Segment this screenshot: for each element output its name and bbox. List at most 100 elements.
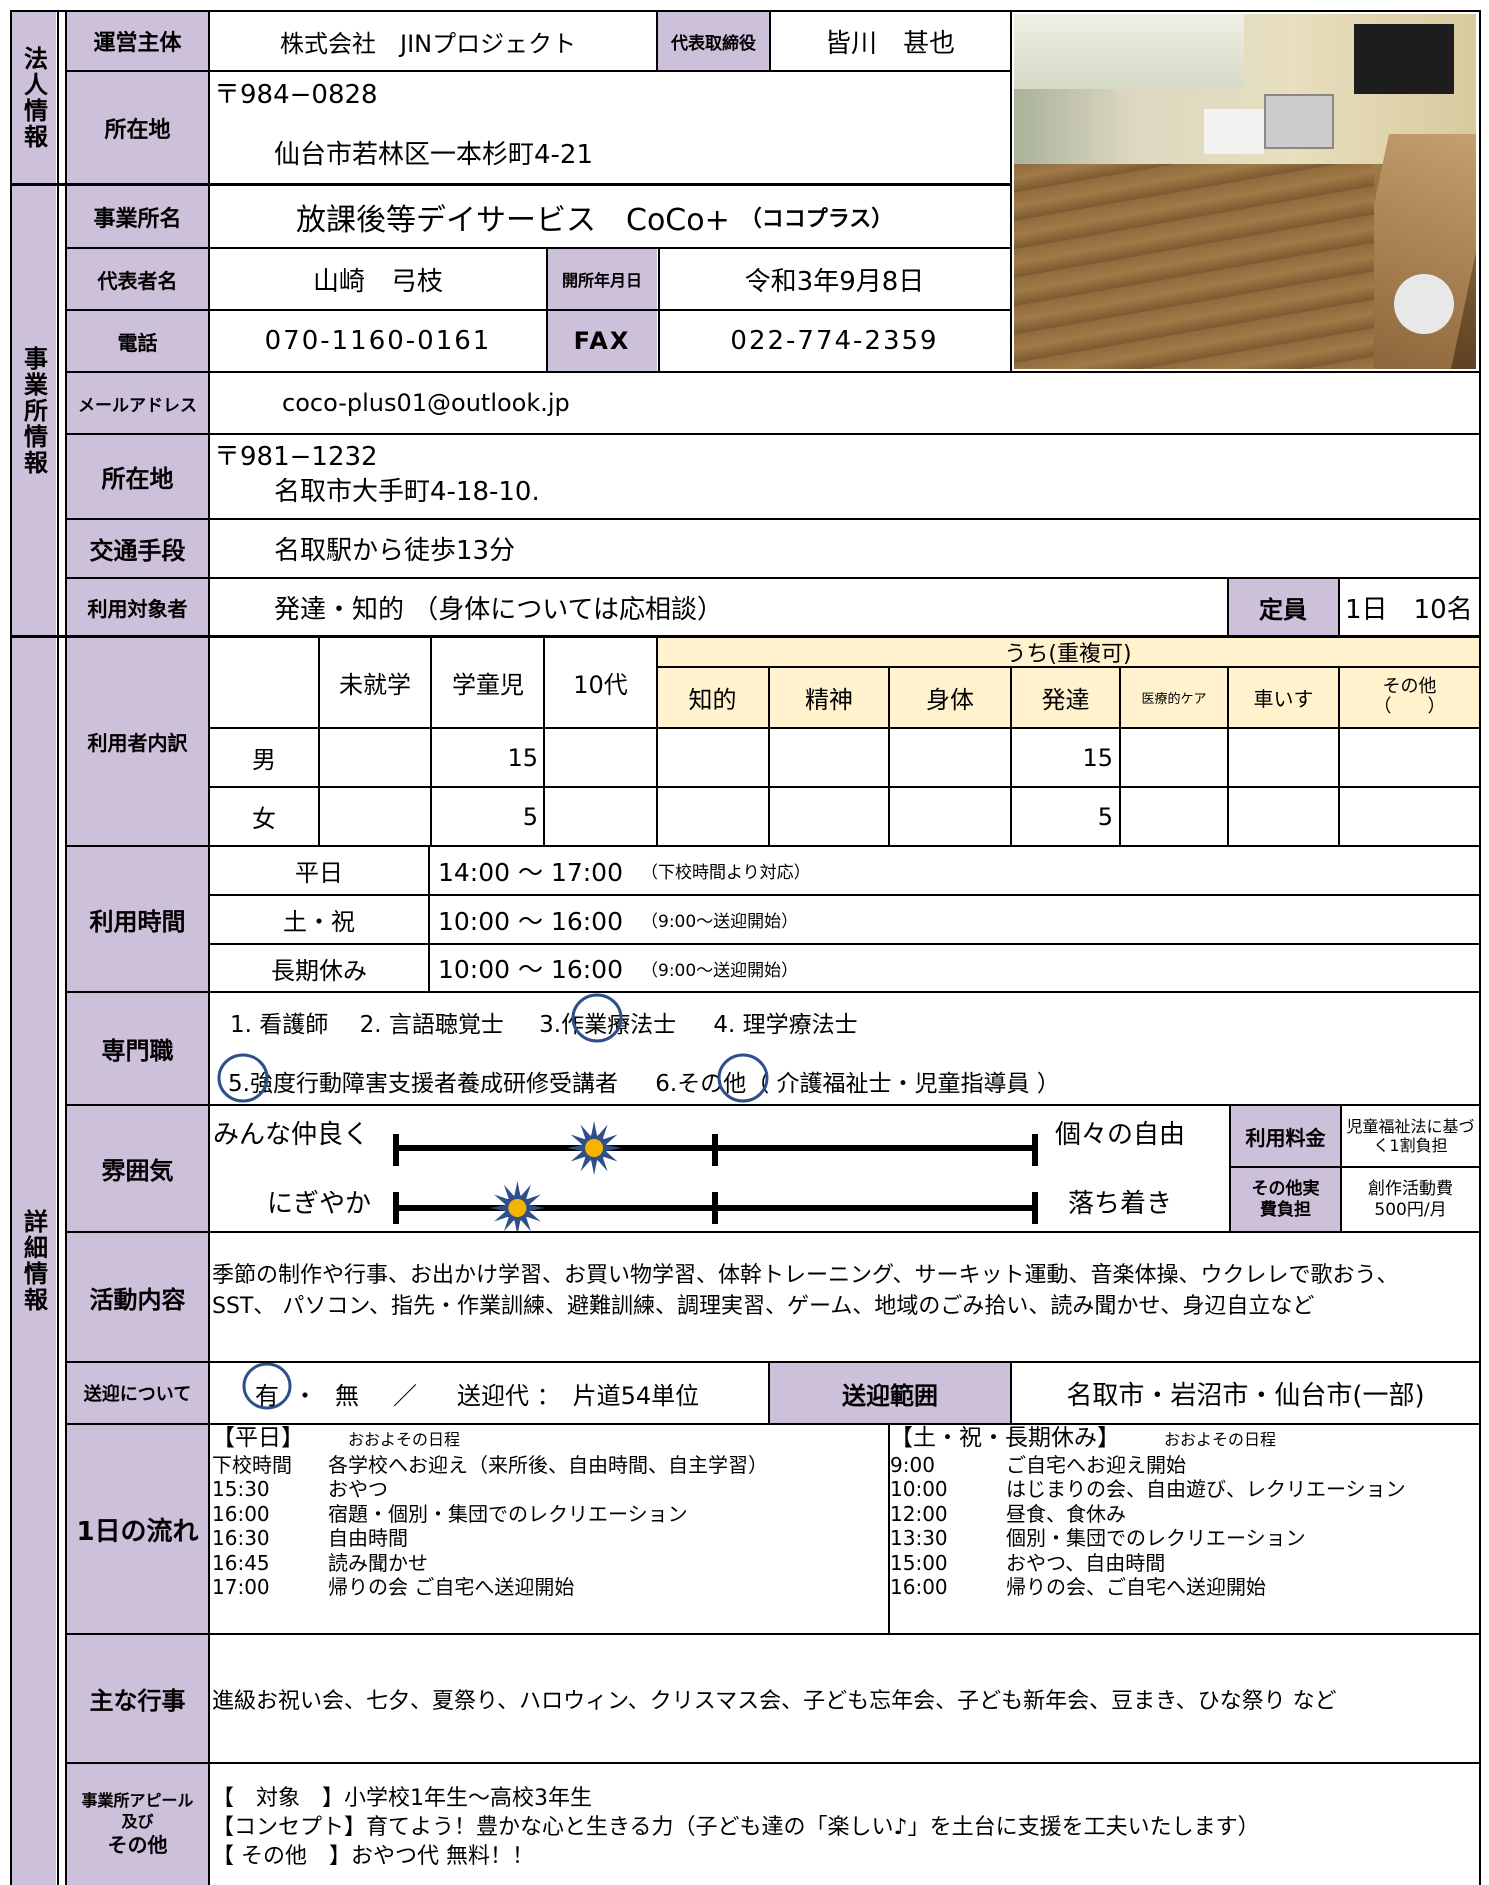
target-value: 発達・知的 （身体については応相談） (274, 594, 723, 625)
room-photo (1014, 14, 1476, 369)
label-appeal: 事業所アピール 及び その他 (67, 1764, 208, 1885)
office-address: 名取市大手町4-18-10. (274, 477, 540, 507)
female-school-count: 5 (522, 802, 538, 831)
row-male-label: 男 (252, 746, 276, 774)
office-name: 放課後等デイサービス CoCo+（ココプラス） (296, 202, 894, 238)
label-ceo: 代表取締役 (658, 12, 769, 70)
weekday-schedule: 【平日】おおよその日程 下校時間各学校へお迎え（来所後、自由時間、自主学習）15… (212, 1425, 768, 1599)
col-mental: 精神 (805, 685, 853, 714)
ceo-value: 皆川 甚也 (824, 28, 955, 59)
label-capacity: 定員 (1228, 579, 1338, 635)
col-development: 発達 (1041, 685, 1090, 714)
label-schedule: 1日の流れ (67, 1425, 208, 1633)
staff-3-circled: 3. (539, 1012, 562, 1038)
tel-value: 070-1160-0161 (264, 326, 492, 356)
capacity-value: 1日 10名 (1345, 594, 1473, 625)
col-teen: 10代 (573, 671, 628, 699)
activities-text: 季節の制作や行事、お出かけ学習、お買い物学習、体幹トレーニング、サーキット運動、… (212, 1263, 1399, 1319)
section-corp: 法人情報 (12, 12, 56, 184)
label-corp-address: 所在地 (67, 71, 208, 184)
label-mood: 雰囲気 (67, 1106, 208, 1231)
fax-value: 022-774-2359 (730, 326, 939, 356)
access-value: 名取駅から徒歩13分 (274, 536, 516, 566)
mood-marker-1 (567, 1121, 622, 1175)
hours-weekday-label: 平日 (295, 859, 343, 887)
hours-holiday-time: 10:00 〜 16:00（9:00〜送迎開始） (438, 906, 799, 936)
label-activities: 活動内容 (67, 1233, 208, 1361)
staff-6-circled: 6. (655, 1071, 678, 1097)
female-development-count: 5 (1097, 802, 1113, 831)
label-events: 主な行事 (67, 1635, 208, 1762)
col-wheelchair: 車いす (1253, 686, 1314, 711)
male-school-count: 15 (507, 743, 538, 772)
corp-zip: 〒984−0828 (214, 80, 378, 110)
label-office-address: 所在地 (67, 435, 208, 518)
label-staff: 専門職 (67, 993, 208, 1104)
male-development-count: 15 (1082, 743, 1113, 772)
label-open-date: 開所年月日 (547, 249, 657, 309)
appeal-text: 【 対象 】小学校1年生〜高校3年生 【コンセプト】育てよう！豊かな心と生きる力… (212, 1786, 1260, 1869)
users-group-cells (657, 667, 1479, 727)
open-date-value: 令和3年9月8日 (744, 266, 925, 297)
hours-holiday-label: 土・祝 (283, 908, 355, 936)
hours-vacation-label: 長期休み (271, 956, 367, 985)
mood-scales (393, 1121, 1038, 1231)
representative-value: 山崎 弓枝 (312, 266, 443, 297)
label-operator: 運営主体 (67, 12, 208, 70)
section-office: 事業所情報 (12, 185, 56, 636)
staff-line-1: 1. 看護師 2. 言語聴覚士 3.作業療法士 4. 理学療法士 (230, 1012, 858, 1038)
staff-5-circled: 5. (228, 1071, 250, 1097)
label-fee: 利用料金 (1231, 1106, 1340, 1166)
label-target: 利用対象者 (67, 579, 208, 635)
label-mail: メールアドレス (67, 373, 208, 433)
mail-value: coco-plus01@outlook.jp (282, 389, 570, 417)
transport-text: 有 ・ 無 ／ 送迎代 ： 片道54単位 (255, 1363, 699, 1423)
mood-marker-2 (490, 1181, 545, 1231)
col-physical: 身体 (926, 685, 974, 714)
mood-right-2: 落ち着き (1068, 1189, 1173, 1219)
staff-line-2: 5.強度行動障害支援者養成研修受講者 6.その他（ 介護福祉士・児童指導員 ） (228, 1071, 1060, 1097)
office-zip: 〒981−1232 (214, 442, 378, 472)
col-preschool: 未就学 (339, 671, 411, 699)
events-value: 進級お祝い会、七夕、夏祭り、ハロウィン、クリスマス会、子ども忘年会、子ども新年会… (212, 1688, 1337, 1714)
transport-yes: 有 (255, 1381, 279, 1410)
label-office-name: 事業所名 (67, 186, 208, 247)
label-users: 利用者内訳 (67, 638, 208, 845)
label-range: 送迎範囲 (770, 1363, 1010, 1423)
corp-address: 仙台市若林区一本杉町4-21 (274, 140, 594, 170)
row-female-label: 女 (252, 805, 276, 833)
mood-left-1: みんな仲良く (213, 1120, 370, 1150)
label-tel: 電話 (67, 311, 208, 371)
label-access: 交通手段 (67, 520, 208, 577)
schedule-row: 下校時間各学校へお迎え（来所後、自由時間、自主学習） (212, 1452, 768, 1477)
other-cost-value: 創作活動費 500円/月 (1368, 1179, 1453, 1220)
users-group-header: うち(重複可) (657, 638, 1479, 667)
col-other: その他（ ） (1373, 676, 1446, 717)
label-transport: 送迎について (67, 1363, 208, 1423)
label-representative: 代表者名 (67, 249, 208, 309)
transport-no: 無 (335, 1381, 359, 1410)
mood-right-1: 個々の自由 (1055, 1120, 1186, 1150)
col-medical: 医療的ケア (1141, 691, 1207, 707)
col-intellectual: 知的 (688, 685, 737, 714)
mood-left-2: にぎやか (267, 1189, 372, 1219)
label-fax: FAX (547, 311, 657, 371)
range-value: 名取市・岩沼市・仙台市(一部) (1066, 1380, 1425, 1411)
col-school: 学童児 (452, 671, 524, 699)
fee-value: 児童福祉法に基づく1割負担 (1346, 1116, 1475, 1155)
operator-value: 株式会社 JINプロジェクト (280, 29, 577, 58)
hours-vacation-time: 10:00 〜 16:00（9:00〜送迎開始） (438, 955, 799, 984)
section-detail: 詳細情報 (12, 636, 56, 1885)
